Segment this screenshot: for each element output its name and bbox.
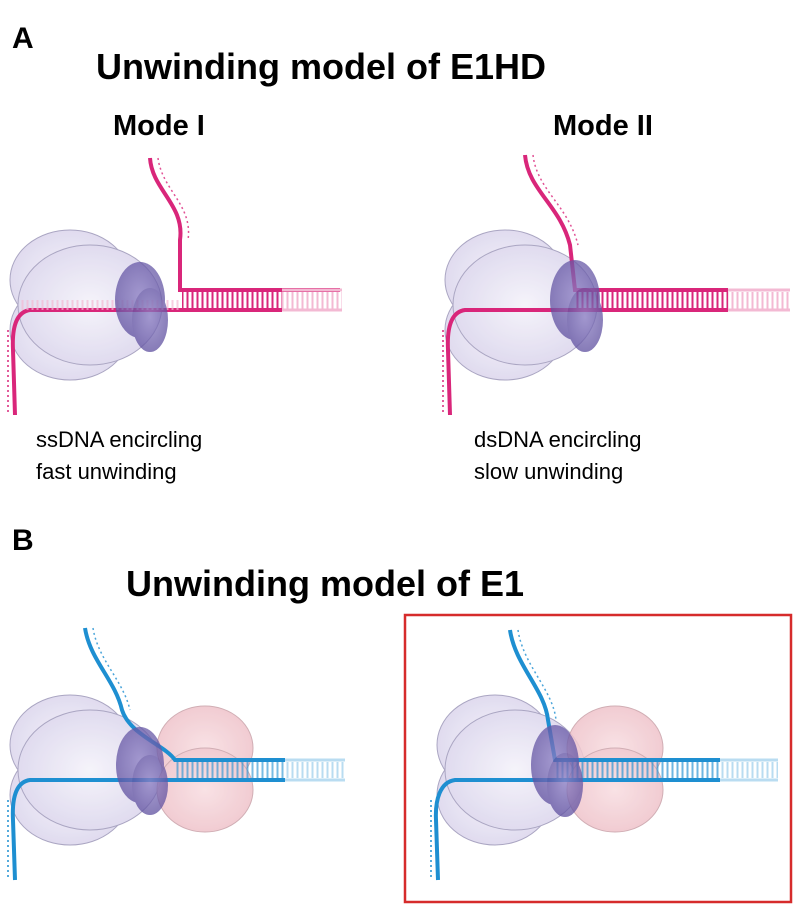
dsdna-duplex	[182, 292, 282, 309]
mode-2-label: Mode II	[553, 110, 653, 142]
mode-2-caption-line1: dsDNA encircling	[474, 427, 642, 452]
ssdna-lower-strand	[445, 308, 575, 416]
helicase-inner-ring	[115, 262, 168, 352]
mode-2-diagram	[442, 154, 790, 416]
ssdna-lower-strand	[10, 778, 175, 881]
helicase-inner-ring	[531, 725, 583, 817]
dsdna-duplex	[555, 762, 720, 778]
helicase-hexamer	[444, 229, 598, 381]
mode-1-caption-line1: ssDNA encircling	[36, 427, 203, 452]
ssdna-upper-strand	[508, 629, 720, 762]
ssdna-upper-strand	[523, 154, 728, 292]
e1-diagram-left	[7, 627, 345, 881]
panel-a-title: Unwinding model of E1HD	[96, 46, 546, 87]
ssdna-lower-strand	[433, 778, 555, 881]
ssdna-lower-strand	[10, 308, 180, 416]
panel-a-letter: A	[12, 22, 34, 55]
helicase-inner-ring	[550, 260, 603, 352]
mode-1-label: Mode I	[113, 110, 205, 142]
panel-b-title: Unwinding model of E1	[126, 563, 524, 604]
dsdna-duplex	[575, 292, 728, 309]
e1-diagram-right	[430, 629, 778, 881]
mode-1-diagram	[7, 157, 342, 416]
dsdna-duplex	[175, 762, 285, 778]
helicase-inner-ring	[116, 727, 168, 815]
mode-1-caption-line2: fast unwinding	[36, 459, 177, 484]
highlight-box	[403, 613, 793, 904]
mode-2-caption-line2: slow unwinding	[474, 459, 624, 484]
panel-b-letter: B	[12, 524, 34, 557]
ssdna-upper-strand	[148, 157, 340, 292]
ssdna-upper-strand	[83, 627, 285, 762]
